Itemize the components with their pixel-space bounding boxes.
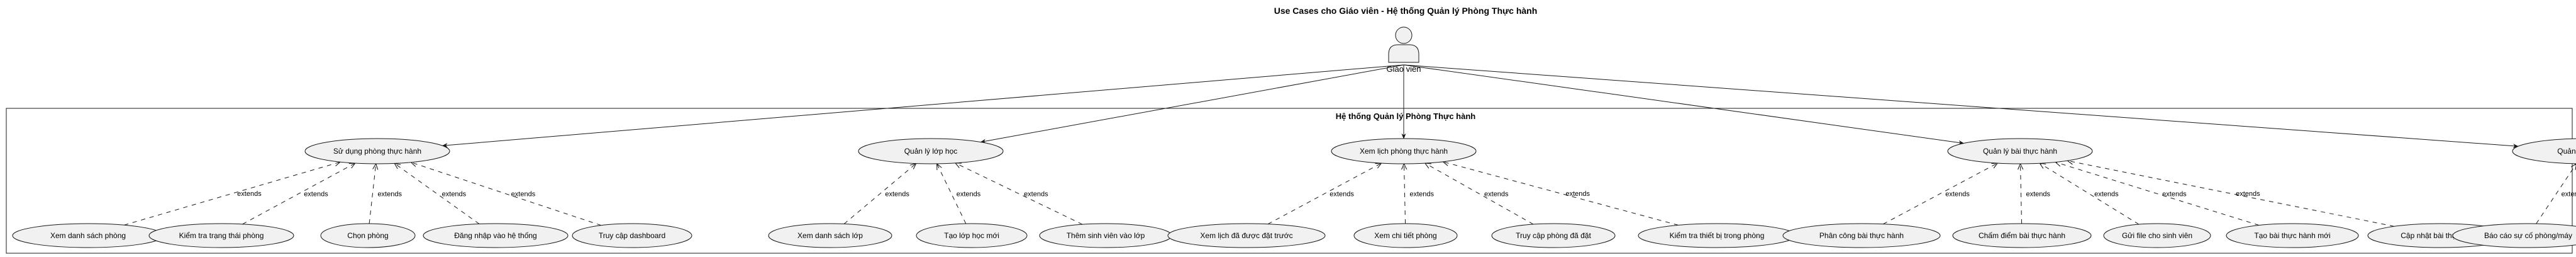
extends-label: extends [885, 191, 909, 198]
extends-line [1425, 163, 1534, 225]
use-case-extension-label: Tạo lớp học mới [944, 231, 999, 240]
use-case-extension: Truy cập dashboard [572, 223, 692, 248]
use-case-extension: Xem chi tiết phòng [1353, 223, 1458, 248]
use-case-extension-label: Đăng nhập vào hệ thống [454, 231, 536, 240]
use-case-extension-label: Chấm điểm bài thực hành [1979, 231, 2065, 240]
extends-label: extends [1484, 191, 1509, 198]
extends-label: extends [377, 191, 402, 198]
use-case-extension: Chấm điểm bài thực hành [1952, 223, 2092, 248]
use-case-main-label: Quản lý bài thực hành [1983, 147, 2057, 156]
extends-label: extends [1024, 191, 1048, 198]
use-case-extension: Truy cập phòng đã đặt [1491, 223, 1616, 248]
extends-label: extends [442, 190, 467, 198]
extends-line [394, 163, 480, 224]
use-case-extension: Phân công bài thực hành [1782, 223, 1941, 248]
extends-line [1267, 163, 1381, 225]
extends-line [1883, 163, 1997, 225]
use-case-extension-label: Xem chi tiết phòng [1374, 231, 1436, 240]
use-case-extension: Gửi file cho sinh viên [2103, 223, 2211, 248]
extends-line [1404, 164, 1405, 224]
use-case-extension-label: Tạo bài thực hành mới [2254, 231, 2330, 240]
extends-line [369, 164, 376, 224]
use-case-main: Quản lý báo cáo [2512, 138, 2576, 164]
extends-line [124, 162, 340, 226]
extends-line [2536, 164, 2576, 224]
use-case-extension-label: Truy cập dashboard [599, 231, 665, 240]
use-case-extension-label: Thêm sinh viên vào lớp [1067, 231, 1145, 240]
association-line [1403, 64, 2519, 149]
use-case-extension-label: Kiểm tra trạng thái phòng [179, 231, 264, 240]
use-case-main: Quản lý lớp học [858, 138, 1004, 164]
extends-label: extends [2162, 191, 2187, 198]
association-line [980, 64, 1404, 144]
use-case-extension: Đăng nhập vào hệ thống [423, 223, 569, 248]
use-case-main-label: Sử dụng phòng thực hành [333, 147, 421, 156]
extends-label: extends [2094, 191, 2119, 198]
extends-label: extends [957, 191, 981, 198]
extends-label: extends [1945, 190, 1970, 198]
extends-line [955, 163, 1083, 225]
extends-line [2055, 162, 2260, 226]
use-case-extension-label: Xem danh sách phòng [50, 231, 126, 240]
use-case-main-label: Quản lý lớp học [904, 147, 958, 156]
use-case-extension: Tạo bài thực hành mới [2226, 223, 2359, 248]
use-case-extension-label: Chọn phòng [347, 231, 388, 240]
diagram-title: Use Cases cho Giáo viên - Hệ thống Quản … [1274, 6, 1538, 16]
use-case-extension-label: Kiểm tra thiết bị trong phòng [1670, 231, 1765, 240]
use-case-extension-label: Báo cáo sự cố phòng/máy [2484, 231, 2572, 240]
extends-label: extends [1330, 190, 1354, 198]
use-case-main: Xem lịch phòng thực hành [1331, 138, 1477, 164]
extends-line [937, 164, 967, 224]
extends-label: extends [1410, 191, 1435, 198]
use-case-extension-label: Truy cập phòng đã đặt [1516, 231, 1591, 240]
use-case-extension: Xem danh sách lớp [768, 223, 892, 248]
use-case-main-label: Quản lý báo cáo [2557, 147, 2576, 156]
extends-label: extends [304, 190, 328, 198]
actor-icon [1388, 26, 1419, 63]
extends-line [242, 163, 355, 225]
association-line [441, 64, 1404, 148]
association-line [1403, 64, 1965, 145]
extends-line [2020, 164, 2021, 224]
edges-layer: extends extends extends extends extends exten… [124, 64, 2576, 227]
extends-line [1443, 162, 1679, 226]
use-case-extension-label: Gửi file cho sinh viên [2122, 231, 2192, 240]
use-case-extension: Xem danh sách phòng [12, 223, 164, 248]
extends-label: extends [1565, 190, 1590, 198]
use-case-extension-label: Phân công bài thực hành [1819, 231, 1904, 240]
use-case-extension: Chọn phòng [320, 223, 416, 248]
use-case-extension: Xem lịch đã được đặt trước [1167, 223, 1326, 248]
use-case-extension: Thêm sinh viên vào lớp [1039, 223, 1172, 248]
extends-label: extends [2562, 190, 2576, 198]
extends-label: extends [237, 190, 262, 198]
use-case-main: Sử dụng phòng thực hành [304, 138, 450, 164]
extends-line [2067, 161, 2394, 227]
extends-label: extends [2026, 191, 2051, 198]
use-case-extension-label: Xem lịch đã được đặt trước [1200, 231, 1292, 240]
system-title: Hệ thống Quản lý Phòng Thực hành [1336, 111, 1476, 121]
system-boundary: Hệ thống Quản lý Phòng Thực hành [6, 108, 2573, 254]
extends-label: extends [511, 191, 536, 198]
use-case-main-label: Xem lịch phòng thực hành [1360, 147, 1448, 156]
extends-line [2040, 163, 2140, 225]
extends-line [843, 164, 916, 224]
extends-line [411, 163, 602, 226]
extends-label: extends [2236, 190, 2260, 198]
use-case-extension: Báo cáo sự cố phòng/máy [2452, 223, 2576, 248]
use-case-extension-label: Xem danh sách lớp [797, 231, 863, 240]
use-case-extension: Kiểm tra thiết bị trong phòng [1638, 223, 1796, 248]
use-case-main: Quản lý bài thực hành [1947, 138, 2093, 164]
use-case-extension: Kiểm tra trạng thái phòng [148, 223, 294, 248]
use-case-extension: Tạo lớp học mới [916, 223, 1028, 248]
